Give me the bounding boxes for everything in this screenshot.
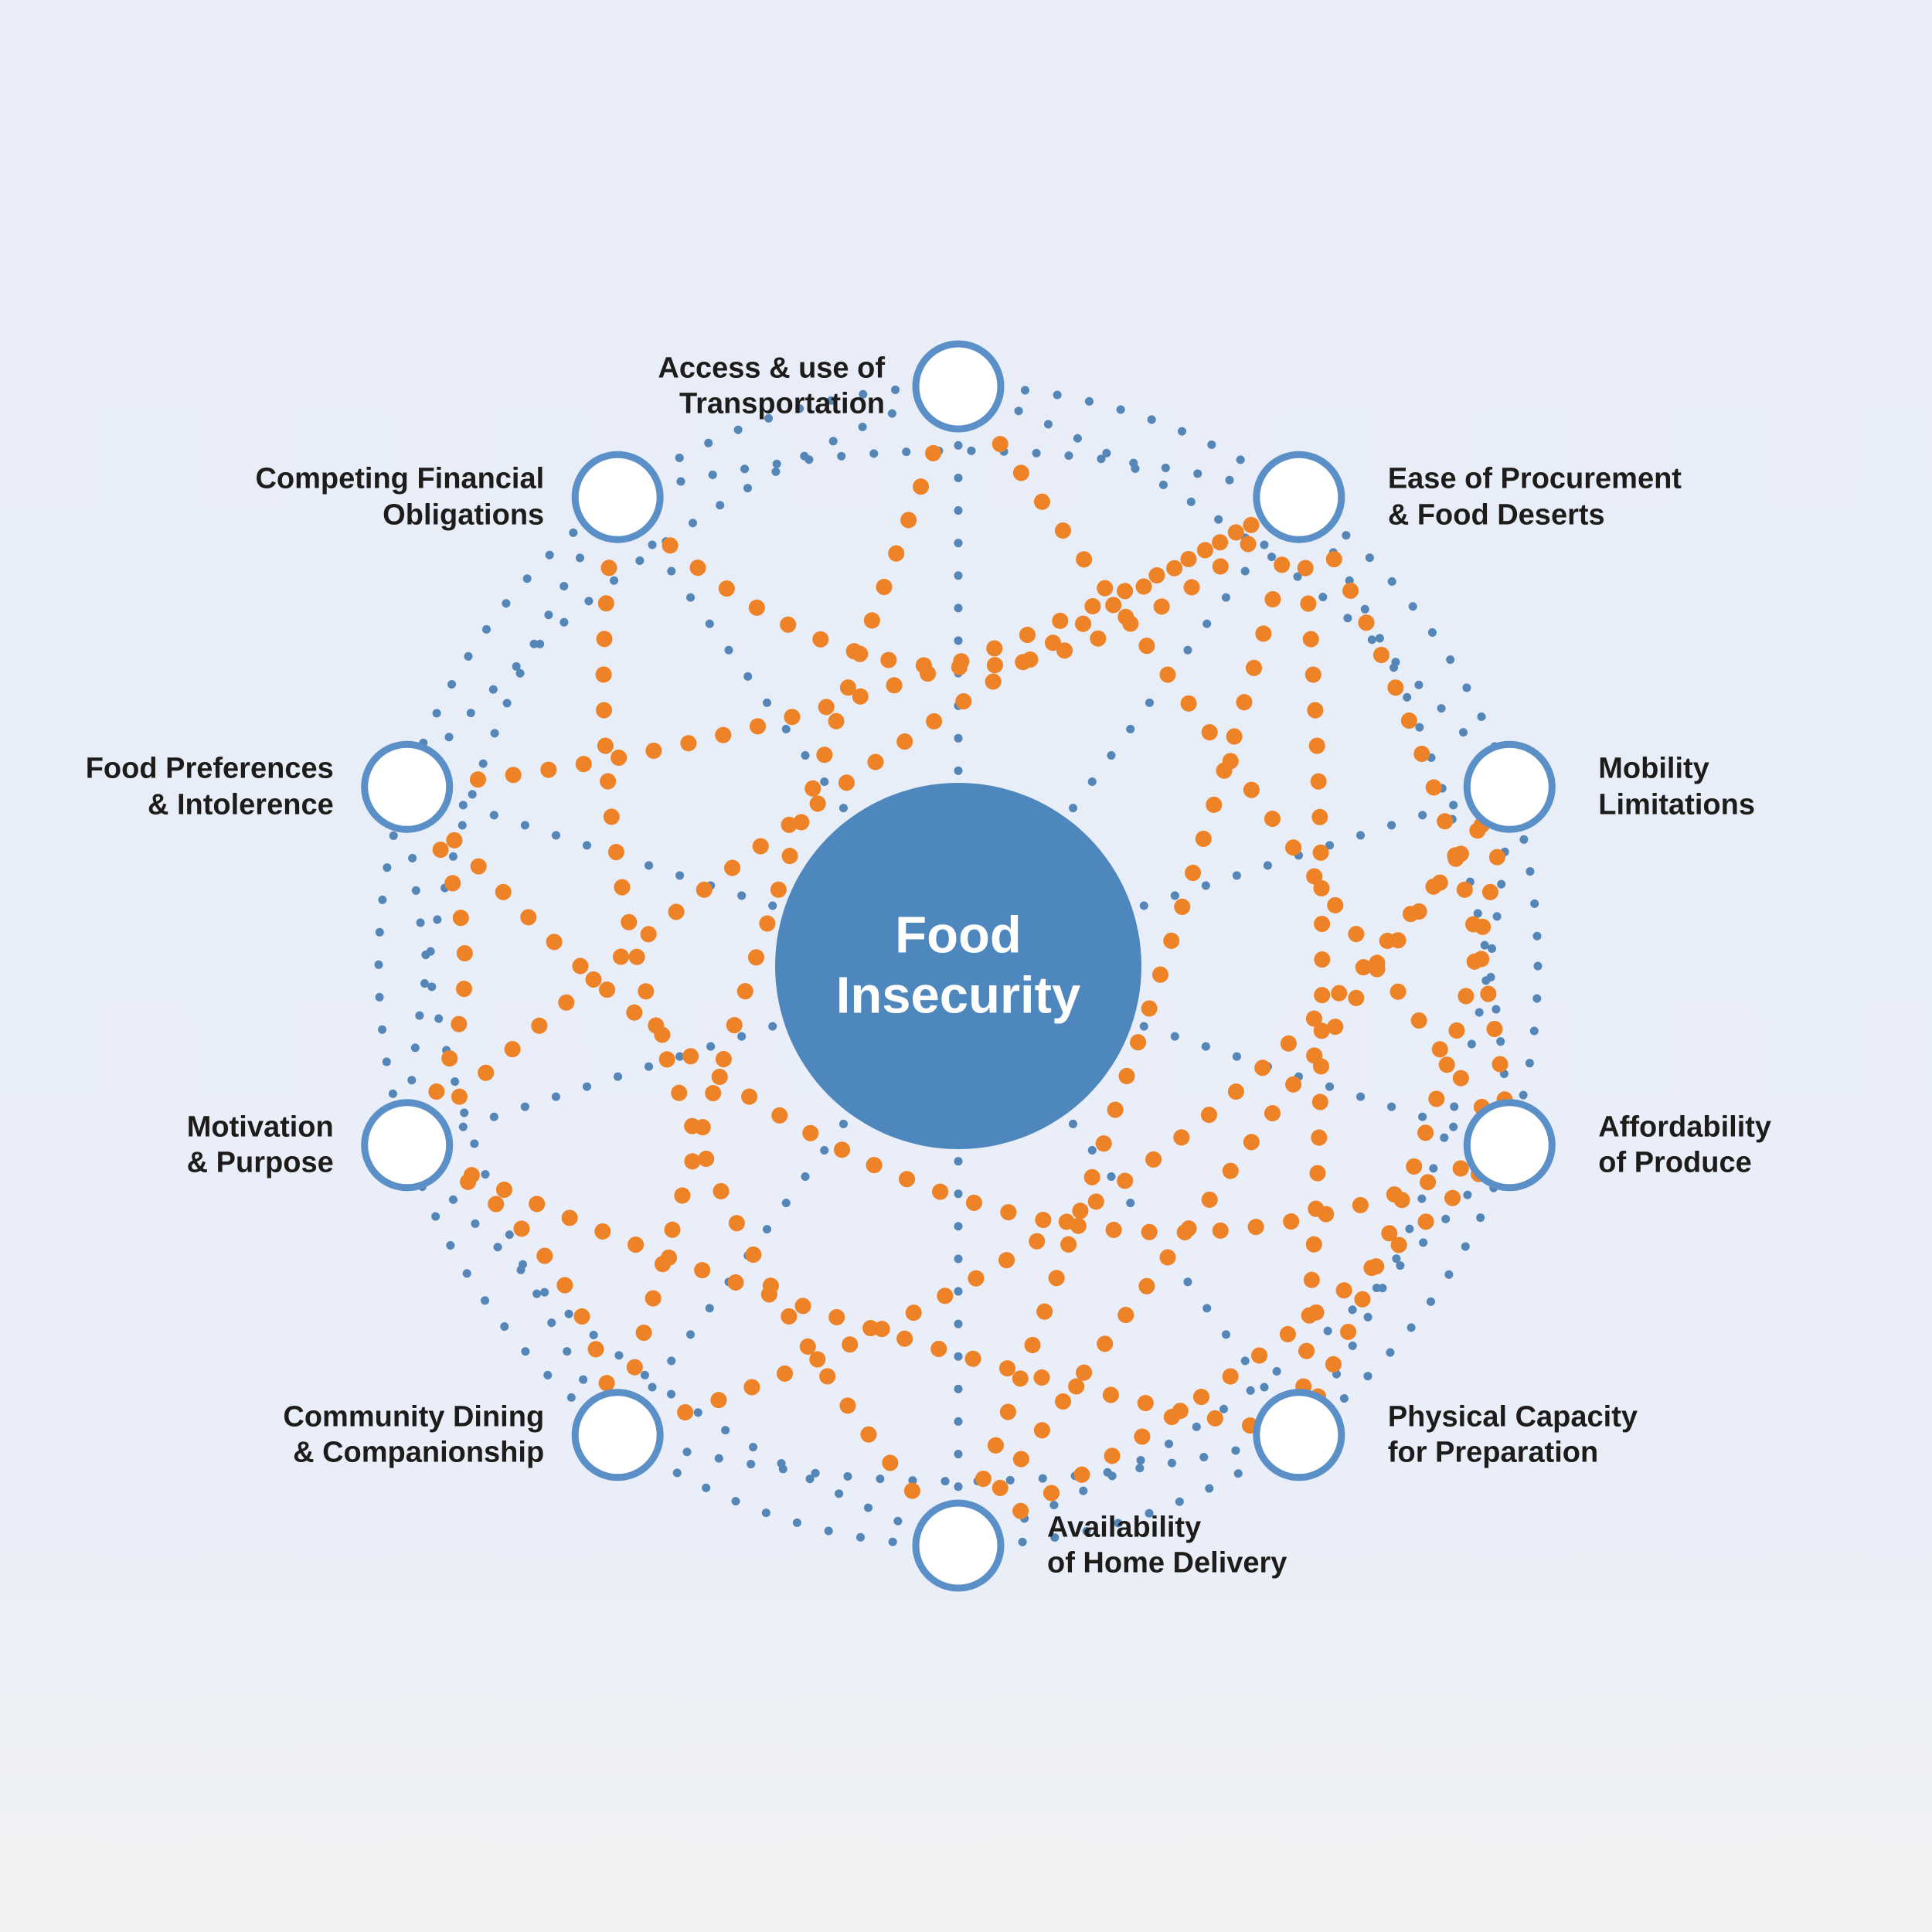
node-label-7-line1: Motivation — [186, 1111, 334, 1144]
center-label-line1: Food — [895, 906, 1022, 964]
blue-chord-6-8 — [403, 782, 622, 1440]
node-label-5-line2: of Home Delivery — [1047, 1547, 1287, 1580]
orange-link-2-4 — [1291, 778, 1518, 1444]
orange-link-5-2 — [950, 778, 1518, 1554]
blue-chord-2-4 — [1294, 782, 1514, 1440]
orange-link-6-2 — [609, 778, 1518, 1444]
center-circle-label: Food Insecurity — [726, 906, 1190, 1027]
node-label-6-line1: Community Dining — [283, 1400, 545, 1434]
node-label-6: Community Dining& Companionship — [283, 1399, 544, 1471]
blue-chord-7-9 — [403, 492, 622, 1150]
center-circle — [775, 783, 1141, 1149]
node-label-9-line1: Competing Financial — [255, 462, 545, 495]
node-circle-7 — [361, 1099, 454, 1192]
node-label-2-line1: Mobility — [1598, 752, 1709, 785]
orange-link-0-3 — [950, 378, 1518, 1154]
orange-link-7-6 — [399, 1137, 626, 1444]
node-label-5-line1: Availability — [1047, 1511, 1202, 1544]
node-circle-4 — [1253, 1389, 1345, 1481]
node-circle-9 — [571, 451, 664, 543]
blue-chord-4-6 — [613, 1430, 1304, 1486]
node-label-1-line1: Ease of Procurement — [1387, 462, 1682, 495]
node-circle-2 — [1463, 740, 1556, 833]
node-circle-1 — [1253, 451, 1345, 543]
node-label-8-line2: & Intolerence — [147, 788, 334, 821]
node-label-0-line2: Transportation — [679, 388, 885, 420]
orange-link-8-7 — [399, 778, 474, 1154]
blue-chord-5-7 — [403, 1141, 963, 1550]
node-circle-3 — [1463, 1099, 1556, 1192]
node-label-3-line1: Affordability — [1598, 1111, 1772, 1144]
node-label-3-line2: of Produce — [1598, 1146, 1752, 1179]
node-label-7: Motivation& Purpose — [187, 1109, 334, 1181]
node-circle-8 — [361, 740, 454, 833]
node-label-8: Food Preferences& Intolerence — [86, 751, 334, 823]
orange-link-5-3 — [950, 1137, 1518, 1554]
node-circle-5 — [912, 1499, 1005, 1592]
node-label-7-line2: & Purpose — [186, 1146, 334, 1179]
node-label-6-line2: & Companionship — [293, 1436, 545, 1469]
orange-link-7-4 — [399, 1137, 1308, 1444]
node-label-4-line1: Physical Capacity — [1387, 1400, 1638, 1434]
node-circle-0 — [912, 340, 1005, 433]
node-label-4-line2: for Preparation — [1387, 1436, 1599, 1469]
node-label-2-line2: Limitations — [1598, 788, 1755, 821]
node-circle-6 — [571, 1389, 664, 1481]
orange-link-1-3 — [1291, 488, 1518, 1154]
center-label-line2: Insecurity — [835, 967, 1081, 1025]
orange-link-8-1 — [399, 488, 1308, 795]
blue-chord-9-1 — [613, 446, 1304, 502]
node-label-8-line1: Food Preferences — [85, 752, 334, 785]
orange-link-1-4 — [1291, 488, 1331, 1444]
node-label-1-line2: & Food Deserts — [1387, 498, 1605, 532]
node-label-0-line1: Access & use of — [658, 352, 885, 385]
blue-chord-0-2 — [954, 382, 1514, 791]
blue-chord-3-5 — [954, 1141, 1514, 1550]
node-label-9-line2: Obligations — [383, 498, 545, 532]
node-label-1: Ease of Procurement& Food Deserts — [1388, 461, 1682, 533]
blue-chord-8-0 — [403, 382, 963, 791]
